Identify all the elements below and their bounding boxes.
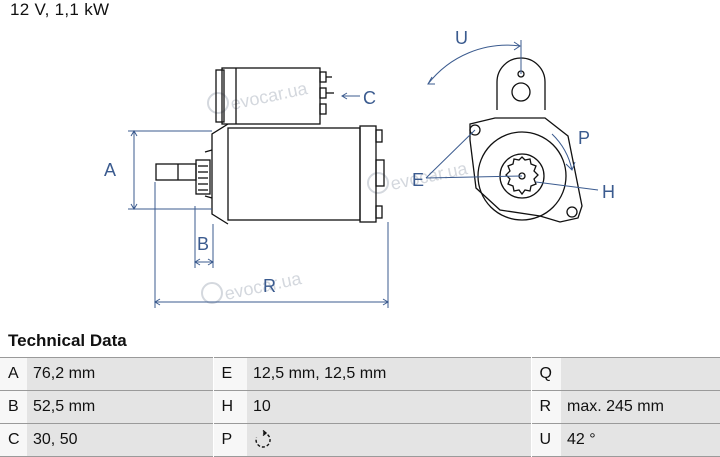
label-c: C [363,88,376,108]
param-key: H [212,390,247,424]
technical-data-title: Technical Data [8,331,127,350]
label-r: R [263,276,276,296]
label-p: P [578,128,590,148]
watermark-text: evocar.ua [389,158,470,194]
param-value: 30, 50 [27,423,213,457]
label-u: U [455,28,468,48]
starter-side-view [155,67,385,225]
starter-motor-diagram: evocar.ua evocar.ua evocar.ua [104,28,615,308]
param-key: Q [530,357,561,391]
watermark-text: evocar.ua [229,78,310,114]
param-key: B [0,390,27,424]
watermark-group: evocar.ua evocar.ua evocar.ua [201,78,470,304]
param-key: E [212,357,247,391]
param-key: P [212,423,247,457]
dimension-lines [128,92,389,308]
table-row: C 30, 50 P U 42 ° [0,423,720,457]
label-a: A [104,160,116,180]
param-value: 10 [247,390,531,424]
table-row: B 52,5 mm H 10 R max. 245 mm [0,390,720,424]
param-value: 42 ° [561,423,720,457]
label-b: B [197,234,209,254]
param-key: C [0,423,27,457]
diagram-labels: A B C E H P R U [104,28,615,296]
param-value [561,357,720,391]
label-h: H [602,182,615,202]
front-annotations [425,40,599,191]
param-value: 76,2 mm [27,357,213,391]
param-key: A [0,357,27,391]
technical-data-table: A 76,2 mm E 12,5 mm, 12,5 mm Q B 52,5 mm… [0,357,720,457]
header-title: 12 V, 1,1 kW [10,0,110,19]
label-e: E [412,170,424,190]
param-key: U [530,423,561,457]
param-value: max. 245 mm [561,390,720,424]
param-key: R [530,390,561,424]
table-row: A 76,2 mm E 12,5 mm, 12,5 mm Q [0,357,720,391]
param-value [247,423,531,457]
clockwise-rotation-icon [253,429,273,448]
starter-front-view [469,57,583,223]
param-value: 12,5 mm, 12,5 mm [247,357,531,391]
param-value: 52,5 mm [27,390,213,424]
